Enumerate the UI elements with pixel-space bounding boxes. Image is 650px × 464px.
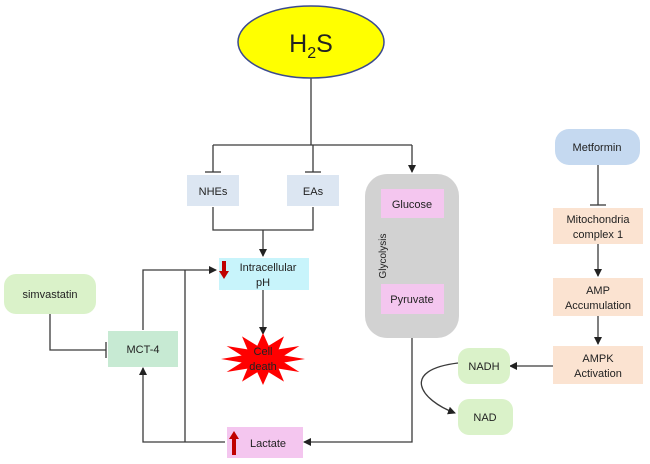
pyruvate-box bbox=[381, 284, 444, 314]
pyruvate-to-lactate-arrow bbox=[303, 338, 413, 446]
glycolysis-label: Glycolysis bbox=[378, 233, 389, 278]
amp-accumulation-node: AMP Accumulation bbox=[553, 278, 643, 316]
mito-complex-line2: complex 1 bbox=[573, 229, 623, 241]
nadh-label: NADH bbox=[468, 361, 499, 373]
amp-accumulation-line1: AMP bbox=[586, 285, 610, 297]
mct4-box bbox=[108, 331, 178, 367]
nhes-node: NHEs bbox=[187, 175, 239, 206]
intracellular-ph-node: Intracellular pH bbox=[219, 258, 309, 290]
lactate-label: Lactate bbox=[250, 438, 286, 450]
amp-accumulation-box bbox=[553, 278, 643, 316]
intracellular-ph-line2: pH bbox=[256, 277, 270, 289]
metformin-node: Metformin bbox=[555, 129, 640, 165]
mito-complex-node: Mitochondria complex 1 bbox=[553, 208, 643, 244]
pyruvate-label: Pyruvate bbox=[390, 294, 433, 306]
nad-label: NAD bbox=[473, 412, 496, 424]
eas-box bbox=[287, 175, 339, 206]
h2s-node: H2S bbox=[237, 5, 385, 79]
amp-accumulation-line2: Accumulation bbox=[565, 300, 631, 312]
nad-node: NAD bbox=[458, 399, 513, 435]
eas-node: EAs bbox=[287, 175, 339, 206]
glucose-label: Glucose bbox=[392, 199, 432, 211]
cell-death-line2: death bbox=[249, 361, 277, 373]
metformin-label: Metformin bbox=[573, 142, 622, 154]
cell-death-node: Cell death bbox=[221, 333, 305, 385]
nhes-label: NHEs bbox=[199, 186, 228, 198]
cell-death-line1: Cell bbox=[254, 346, 273, 358]
nadh-box bbox=[458, 348, 510, 384]
mito-complex-box bbox=[553, 208, 643, 244]
mct4-label: MCT-4 bbox=[127, 344, 160, 356]
simvastatin-node: simvastatin bbox=[4, 274, 96, 314]
nhes-box bbox=[187, 175, 239, 206]
lactate-node: Lactate bbox=[227, 427, 303, 458]
nhes-eas-merge-line bbox=[212, 207, 314, 231]
mito-complex-line1: Mitochondria bbox=[567, 214, 631, 226]
down-arrow-icon bbox=[219, 261, 229, 279]
starburst-shape bbox=[221, 333, 305, 385]
mct4-node: MCT-4 bbox=[108, 331, 178, 367]
ampk-activation-line2: Activation bbox=[574, 368, 622, 380]
up-arrow-icon bbox=[229, 431, 239, 455]
inhibit-mct4-line bbox=[49, 314, 106, 351]
connectors bbox=[49, 78, 606, 446]
glycolysis-node: Glycolysis Glucose Pyruvate bbox=[365, 174, 459, 338]
intracellular-ph-box bbox=[219, 258, 309, 290]
h2s-ellipse bbox=[237, 5, 385, 79]
simvastatin-box bbox=[4, 274, 96, 314]
metformin-box bbox=[555, 129, 640, 165]
simvastatin-label: simvastatin bbox=[22, 289, 77, 301]
lactate-to-mct4-arrow bbox=[139, 367, 225, 443]
ampk-activation-node: AMPK Activation bbox=[553, 346, 643, 384]
glucose-box bbox=[381, 189, 444, 218]
eas-label: EAs bbox=[303, 186, 324, 198]
ampk-activation-box bbox=[553, 346, 643, 384]
h2s-label: H2S bbox=[289, 30, 333, 62]
mct4-to-ph-arrow bbox=[142, 266, 217, 330]
nadh-to-nad-arrow bbox=[420, 362, 459, 415]
nad-box bbox=[458, 399, 513, 435]
intracellular-ph-line1: Intracellular bbox=[240, 262, 297, 274]
lactate-box bbox=[227, 427, 303, 458]
nadh-node: NADH bbox=[458, 348, 510, 384]
ampk-activation-line1: AMPK bbox=[582, 353, 614, 365]
